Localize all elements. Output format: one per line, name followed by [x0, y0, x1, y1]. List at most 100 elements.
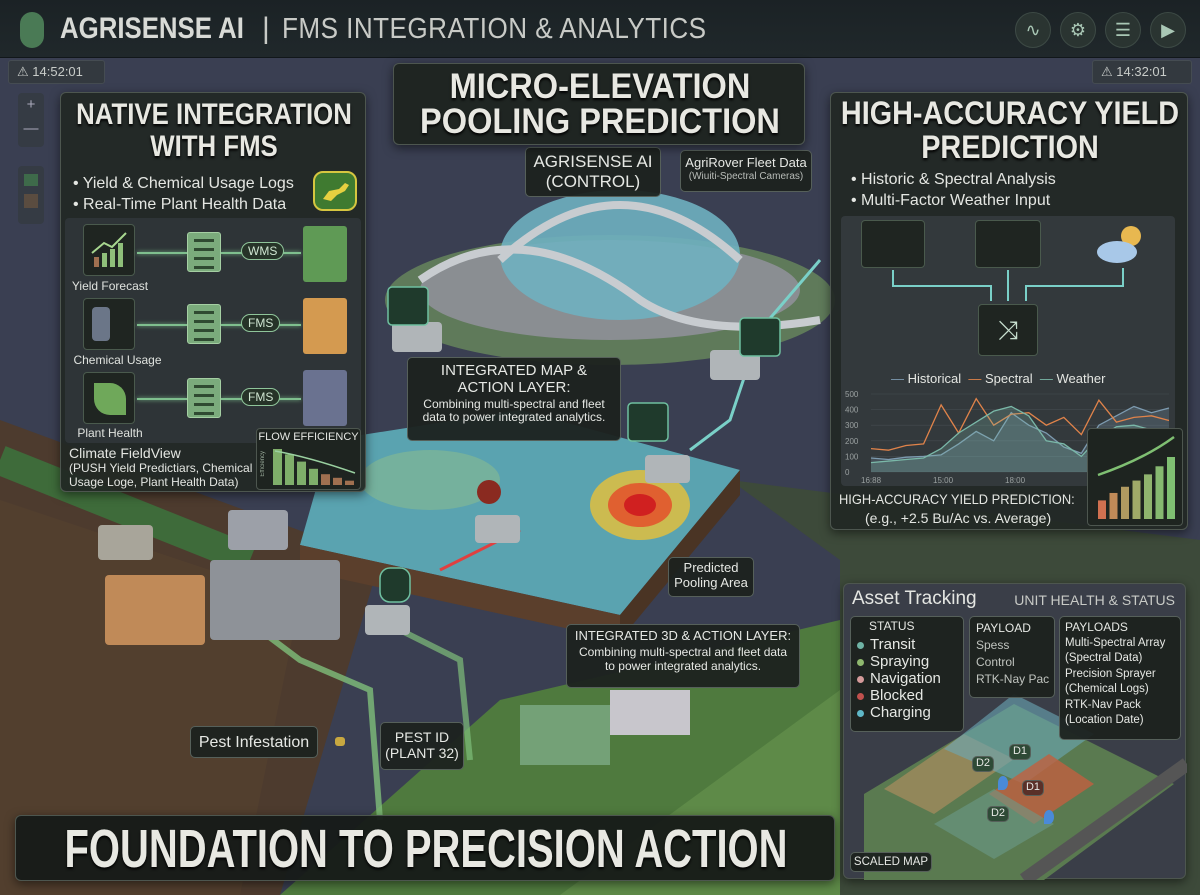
- spectral-chart-icon: [975, 220, 1041, 268]
- weather-icon: [1097, 226, 1141, 263]
- bullet-item: • Historic & Spectral Analysis: [851, 171, 1056, 188]
- flow-bar: [321, 474, 330, 485]
- status-header: STATUS: [869, 619, 915, 633]
- storage-shed: [610, 690, 690, 735]
- panel-title: HIGH-ACCURACY YIELD PREDICTION: [840, 95, 1180, 165]
- growth-bar: [1109, 492, 1118, 519]
- payloads-item: RTK-Nav Pack: [1065, 698, 1141, 711]
- fleet-data-callout: AgriRover Fleet Data (Wiuiti-Spectral Ca…: [680, 150, 812, 192]
- payload-box: PAYLOAD Spess Control RTK-Nay Pac: [969, 616, 1055, 698]
- panel-title: NATIVE INTEGRATION WITH FMS: [76, 98, 352, 163]
- play-icon[interactable]: ▶: [1150, 12, 1186, 48]
- flow-bar: [309, 468, 318, 485]
- pest-marker-icon[interactable]: [335, 737, 345, 746]
- y-tick-label: 500: [845, 390, 859, 399]
- payload-item: Control: [976, 655, 1015, 669]
- growth-bar: [1132, 480, 1141, 519]
- status-label: Spraying: [870, 652, 930, 670]
- pulse-icon[interactable]: ∿: [1015, 12, 1051, 48]
- terrain-layer-button[interactable]: [24, 194, 38, 208]
- status-dot-icon: [857, 641, 864, 649]
- footer-title: Climate FieldView: [69, 445, 181, 461]
- payload-item: Spess: [976, 638, 1010, 652]
- document-icon: [187, 304, 221, 344]
- payloads-item: Multi-Spectral Array: [1065, 636, 1166, 649]
- x-tick-label: 15:00: [933, 476, 954, 485]
- title-separator: |: [262, 12, 270, 45]
- app-header: AGRISENSE AI | FMS INTEGRATION & ANALYTI…: [0, 0, 1200, 58]
- payloads-item: Precision Sprayer: [1065, 667, 1156, 680]
- pest-id-callout: PEST ID (PLANT 32): [380, 722, 464, 770]
- sliders-icon[interactable]: ☰: [1105, 12, 1141, 48]
- pest-infestation-callout: Pest Infestation: [190, 726, 318, 758]
- server-fms-icon: [303, 298, 347, 354]
- micro-elevation-title-box: MICRO-ELEVATION POOLING PREDICTION: [393, 63, 805, 145]
- chart-legend: — Historical — Spectral — Weather: [891, 371, 1106, 386]
- merge-shuffle-icon: ⤨: [978, 304, 1038, 356]
- yield-chart-icon: [83, 224, 135, 276]
- location-pin-icon[interactable]: [1044, 810, 1054, 824]
- asset-tracking-subtitle: UNIT HEALTH & STATUS: [1014, 592, 1175, 608]
- rover-signal-icons: [379, 286, 781, 603]
- bottom-title: FOUNDATION TO PRECISION ACTION: [64, 819, 788, 879]
- zone-label[interactable]: D2: [972, 756, 994, 772]
- zone-label[interactable]: D2: [987, 806, 1009, 822]
- layer-3d-text: Combining multi-spectral and fleet data …: [578, 644, 788, 673]
- fleet-data-subtitle: (Wiuiti-Spectral Cameras): [688, 170, 804, 182]
- payloads-header: PAYLOADS: [1065, 620, 1128, 634]
- flow-bar: [345, 480, 354, 485]
- clock-left-value: 14:52:01: [32, 64, 83, 79]
- data-flow-diagram: Yield Forecast Chemical Usage Plant Heal…: [65, 218, 361, 443]
- status-item: Navigation: [857, 670, 957, 687]
- clock-right: ⚠ 14:32:01: [1092, 60, 1192, 84]
- bottom-title-box: FOUNDATION TO PRECISION ACTION: [15, 815, 835, 881]
- y-tick-label: 200: [845, 437, 859, 446]
- zone-label[interactable]: D1: [1022, 780, 1044, 796]
- zoom-out-button[interactable]: —: [23, 120, 39, 137]
- payloads-box: PAYLOADS Multi-Spectral Array (Spectral …: [1059, 616, 1181, 740]
- map-layer-text: Combining multi-spectral and fleet data …: [422, 396, 606, 425]
- status-item: Spraying: [857, 653, 957, 670]
- zoom-in-button[interactable]: +: [26, 96, 36, 113]
- flow-efficiency-chart: FLOW EFFICIENCY Efficiency: [256, 428, 361, 490]
- yield-prediction-panel: HIGH-ACCURACY YIELD PREDICTION • Histori…: [830, 92, 1188, 530]
- micro-elevation-title: MICRO-ELEVATION POOLING PREDICTION: [420, 67, 780, 141]
- source-label: Chemical Usage: [73, 353, 162, 367]
- growth-bar: [1167, 457, 1175, 519]
- yield-caption-sub: (e.g., +2.5 Bu/Ac vs. Average): [865, 510, 1052, 526]
- payload-item: RTK-Nay Pac: [976, 672, 1050, 686]
- zone-label[interactable]: D1: [1009, 744, 1031, 760]
- series-line-historical: [870, 405, 1170, 461]
- flow-bar: [273, 449, 282, 485]
- y-tick-label: 100: [845, 452, 859, 461]
- grid-layer-button[interactable]: [24, 174, 38, 186]
- clock-right-value: 14:32:01: [1116, 64, 1167, 79]
- deer-logo-icon: [313, 171, 357, 211]
- footer-text: (PUSH Yield Predictiars, Chemical Usage …: [69, 461, 253, 489]
- legend-spectral: Spectral: [984, 371, 1033, 386]
- x-tick-label: 16:88: [861, 476, 882, 485]
- status-label: Navigation: [870, 669, 941, 687]
- tree-line: [0, 446, 256, 574]
- y-tick-label: 300: [845, 421, 859, 430]
- server-fms-icon: [303, 370, 347, 426]
- payloads-item: (Chemical Logs): [1065, 683, 1149, 695]
- warning-icon: ⚠: [17, 64, 29, 79]
- gear-icon[interactable]: ⚙: [1060, 12, 1096, 48]
- yield-caption: HIGH-ACCURACY YIELD PREDICTION:: [839, 491, 1075, 507]
- bullet-item: • Real-Time Plant Health Data: [73, 196, 287, 213]
- trend-arrow: [274, 450, 356, 474]
- payloads-item: (Spectral Data): [1065, 652, 1143, 664]
- wms-tag: WMS: [241, 242, 285, 260]
- status-dot-icon: [857, 675, 864, 683]
- payloads-item: (Location Date): [1065, 714, 1144, 726]
- layer-controls: [18, 166, 44, 224]
- rover-units: [98, 322, 760, 645]
- location-pin-icon[interactable]: [998, 776, 1008, 790]
- source-label: Yield Forecast: [71, 279, 149, 293]
- growth-bar: [1144, 474, 1152, 519]
- warning-marker-icon[interactable]: [477, 480, 501, 504]
- control-callout: AGRISENSE AI (CONTROL): [525, 147, 661, 197]
- y-tick-label: 0: [845, 468, 850, 477]
